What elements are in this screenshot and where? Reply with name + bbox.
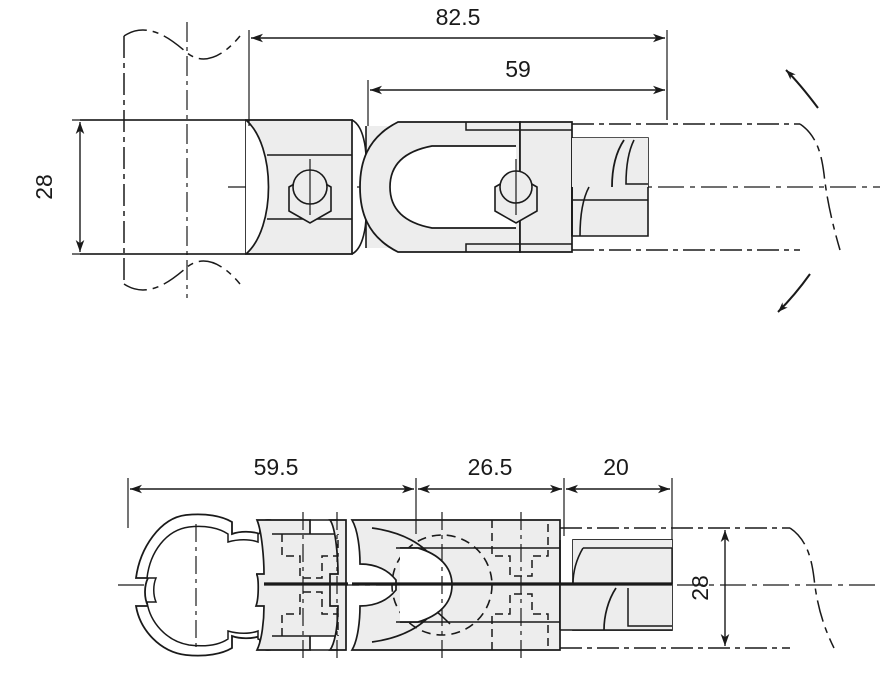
dimension-26-5: 26.5 bbox=[418, 454, 562, 494]
right-tube-phantom bbox=[572, 123, 800, 251]
dimension-label-28-side: 28 bbox=[31, 174, 57, 200]
rotation-arrow-down bbox=[777, 273, 811, 313]
plan-right-tube-phantom bbox=[560, 527, 790, 649]
dimension-82-5: 82.5 bbox=[248, 4, 668, 126]
dimension-28-side: 28 bbox=[31, 119, 250, 255]
right-hex-bolt bbox=[494, 159, 538, 224]
side-elevation-view: 82.5 59 28 bbox=[31, 4, 880, 313]
dimension-label-28-plan: 28 bbox=[687, 575, 713, 601]
rotation-arrow-up bbox=[785, 69, 819, 109]
plan-view: 59.5 26.5 20 28 bbox=[118, 454, 880, 660]
dimension-28-plan: 28 bbox=[687, 530, 730, 646]
dimension-label-59: 59 bbox=[505, 56, 531, 82]
plan-right-insert-block bbox=[559, 539, 673, 631]
dimension-label-59-5: 59.5 bbox=[254, 454, 299, 480]
dimension-label-82-5: 82.5 bbox=[436, 4, 481, 30]
left-tube-break-lines bbox=[123, 29, 241, 291]
center-knuckle-yoke bbox=[359, 121, 521, 253]
plan-center-yoke bbox=[350, 512, 561, 660]
dimension-chain-plan: 59.5 26.5 20 bbox=[127, 454, 673, 540]
dimension-label-26-5: 26.5 bbox=[468, 454, 513, 480]
right-insert-block bbox=[571, 137, 649, 237]
dimension-label-20: 20 bbox=[603, 454, 629, 480]
dimension-20: 20 bbox=[566, 454, 670, 494]
plan-right-tube-break-lines bbox=[789, 527, 835, 649]
right-tube-break-lines bbox=[799, 123, 841, 251]
dimension-59-5: 59.5 bbox=[130, 454, 414, 494]
plan-left-clamp-block bbox=[254, 512, 348, 660]
dimension-59: 59 bbox=[367, 56, 668, 126]
left-hex-bolt bbox=[288, 159, 332, 224]
